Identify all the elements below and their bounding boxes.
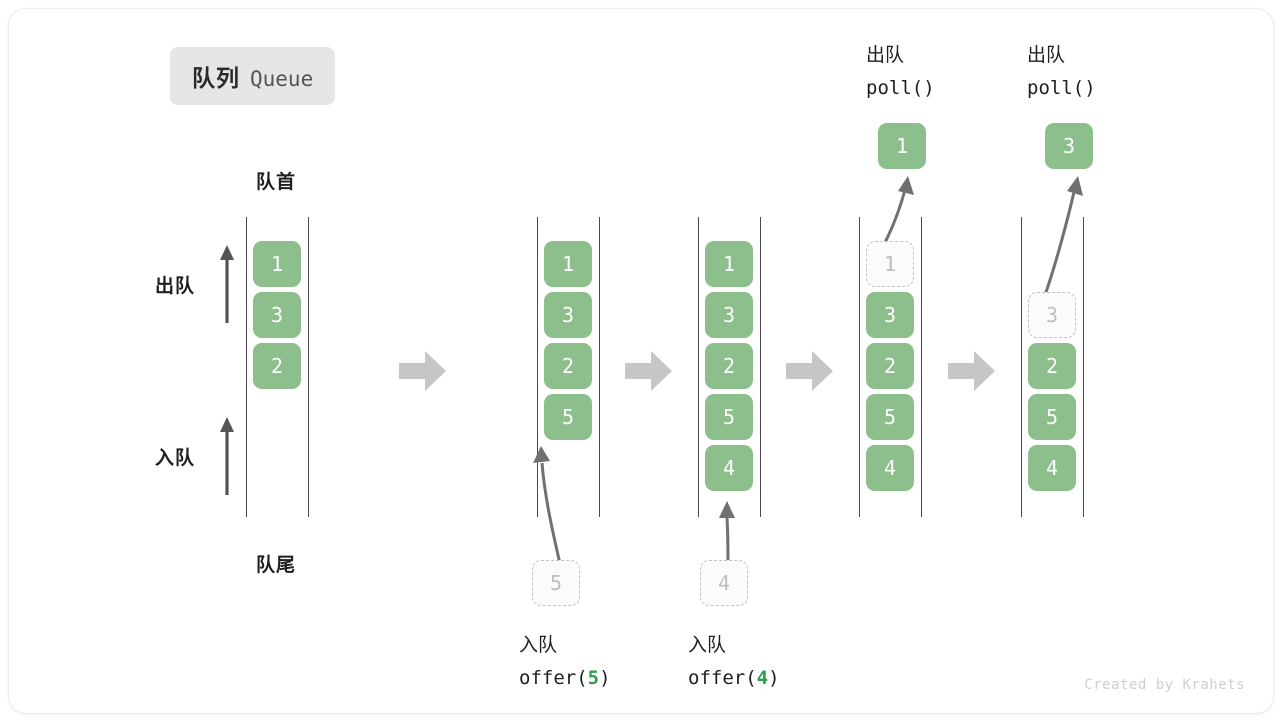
panel-after-offer-4-cells: 1 3 2 5 4 bbox=[705, 241, 753, 491]
queue-tail-label: 队尾 bbox=[255, 555, 296, 576]
queue-cell: 4 bbox=[1028, 445, 1076, 491]
queue-cell: 1 bbox=[705, 241, 753, 287]
queue-cell: 4 bbox=[866, 445, 914, 491]
offer-4-fn-arg: 4 bbox=[756, 667, 769, 690]
watermark: Created by Krahets bbox=[1084, 677, 1245, 693]
queue-rail-left bbox=[698, 217, 699, 517]
offer-5-caption-cn: 入队 bbox=[519, 635, 558, 656]
queue-rail-right bbox=[760, 217, 761, 517]
offer-4-caption: 入队 offer(4) bbox=[688, 629, 780, 696]
step-arrow-icon bbox=[948, 349, 996, 393]
poll-3-caption: 出队 poll() bbox=[1027, 39, 1096, 106]
queue-rail-right bbox=[599, 217, 600, 517]
offer-4-fn-suffix: ) bbox=[768, 667, 780, 690]
title-chinese: 队列 bbox=[192, 65, 240, 91]
queue-head-label: 队首 bbox=[255, 172, 296, 193]
queue-cell: 2 bbox=[866, 343, 914, 389]
queue-cell-new: 5 bbox=[544, 394, 592, 440]
panel-after-poll-3-cells: 3 2 5 4 bbox=[1028, 241, 1076, 491]
queue-cell: 2 bbox=[253, 343, 301, 389]
panel-initial-cells: 1 3 2 bbox=[253, 241, 301, 389]
offer-5-caption: 入队 offer(5) bbox=[519, 629, 611, 696]
poll-3-caption-cn: 出队 bbox=[1027, 45, 1066, 66]
queue-cell: 5 bbox=[866, 394, 914, 440]
ghost-cell: 1 bbox=[866, 241, 914, 287]
step-arrow-icon bbox=[399, 349, 447, 393]
queue-rail-right bbox=[308, 217, 309, 517]
queue-rail-right bbox=[1083, 217, 1084, 517]
poll-3-caption-code: poll() bbox=[1027, 77, 1096, 100]
step-arrow-icon bbox=[625, 349, 673, 393]
poll-1-caption-cn: 出队 bbox=[866, 45, 905, 66]
title-english: Queue bbox=[250, 67, 314, 91]
poll-3-arrow-icon bbox=[1034, 172, 1094, 305]
panel-after-offer-5-cells: 1 3 2 5 bbox=[544, 241, 592, 440]
offer-5-fn-prefix: offer( bbox=[519, 667, 588, 690]
offer-5-caption-code: offer(5) bbox=[519, 662, 611, 695]
queue-cell: 5 bbox=[705, 394, 753, 440]
dequeue-up-arrow-icon bbox=[217, 245, 237, 328]
step-arrow-icon bbox=[786, 349, 834, 393]
queue-cell: 1 bbox=[544, 241, 592, 287]
queue-rail-right bbox=[921, 217, 922, 517]
offer-4-fn-prefix: offer( bbox=[688, 667, 757, 690]
queue-cell: 1 bbox=[253, 241, 301, 287]
queue-cell: 2 bbox=[1028, 343, 1076, 389]
title-badge: 队列 Queue bbox=[170, 47, 336, 105]
queue-cell: 3 bbox=[253, 292, 301, 338]
queue-rail-left bbox=[537, 217, 538, 517]
poll-1-caption: 出队 poll() bbox=[866, 39, 935, 106]
queue-cell: 2 bbox=[544, 343, 592, 389]
offer-5-fn-suffix: ) bbox=[599, 667, 611, 690]
ghost-cell: 4 bbox=[700, 560, 748, 606]
queue-cell: 2 bbox=[705, 343, 753, 389]
ghost-cell: 3 bbox=[1028, 292, 1076, 338]
queue-cell-new: 4 bbox=[705, 445, 753, 491]
queue-rail-left bbox=[1021, 217, 1022, 517]
queue-cell: 3 bbox=[705, 292, 753, 338]
queue-cell: 3 bbox=[866, 292, 914, 338]
offer-5-arrow-icon bbox=[529, 441, 589, 571]
ghost-cell: 5 bbox=[532, 560, 580, 606]
offer-4-caption-code: offer(4) bbox=[688, 662, 780, 695]
diagram-card: 队列 Queue 队首 出队 入队 1 3 2 队尾 1 3 2 5 bbox=[8, 8, 1274, 714]
enqueue-side-label: 入队 bbox=[155, 448, 196, 469]
panel-after-poll-1-cells: 1 3 2 5 4 bbox=[866, 241, 914, 491]
poll-1-caption-code: poll() bbox=[866, 77, 935, 100]
popped-value-cell: 3 bbox=[1045, 123, 1093, 169]
offer-5-fn-arg: 5 bbox=[587, 667, 600, 690]
dequeue-side-label: 出队 bbox=[155, 276, 196, 297]
queue-rail-left bbox=[246, 217, 247, 517]
offer-4-caption-cn: 入队 bbox=[688, 635, 727, 656]
popped-value-cell: 1 bbox=[878, 123, 926, 169]
queue-cell: 3 bbox=[544, 292, 592, 338]
queue-rail-left bbox=[859, 217, 860, 517]
enqueue-up-arrow-icon bbox=[217, 417, 237, 500]
queue-cell: 5 bbox=[1028, 394, 1076, 440]
